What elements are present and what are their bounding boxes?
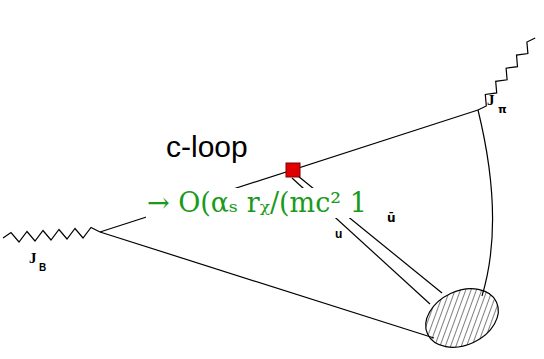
current-subscript: π (497, 104, 508, 116)
meson-blob (416, 277, 508, 358)
c-loop-vertex (286, 163, 300, 177)
current-line (478, 38, 535, 110)
order-estimate: → O(αₛ rᵪ/(mc² 1 (146, 188, 368, 218)
vertex-label: c-loop (165, 130, 249, 163)
current-label: J (486, 92, 496, 109)
antiquark-label: ū (386, 212, 397, 225)
quark-line (100, 232, 434, 338)
quark-label: u (334, 228, 343, 241)
quark-line (100, 110, 478, 232)
current-subscript: B (38, 262, 47, 273)
quark-line (478, 110, 493, 296)
current-line (3, 228, 100, 243)
current-label: J (28, 250, 38, 267)
